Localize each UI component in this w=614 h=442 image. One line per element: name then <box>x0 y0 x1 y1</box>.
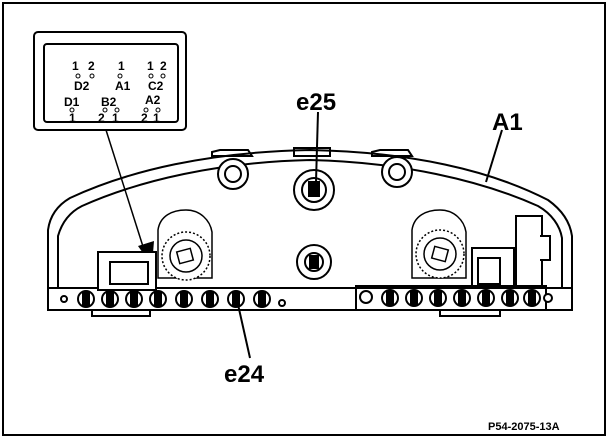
pin-label-a1: A1 <box>115 79 131 93</box>
connector-block-right <box>471 215 551 289</box>
leader-lines <box>236 111 503 359</box>
pin-2-topright: 2 <box>160 59 167 73</box>
pin-1-d1: 1 <box>69 111 76 125</box>
pin-label-d2: D2 <box>74 79 90 93</box>
pin-label-c2: C2 <box>148 79 164 93</box>
pin-1-topleft: 1 <box>72 59 79 73</box>
connector-inset: 1 2 1 1 2 D2 A1 C2 D1 B2 A2 1 2 1 2 1 <box>33 31 187 131</box>
label-e24: e24 <box>224 361 265 388</box>
reference-code: P54-2075-13A <box>488 421 560 433</box>
pin-1-b2: 1 <box>112 111 119 125</box>
gauge-left <box>157 209 213 281</box>
pin-2-a2: 2 <box>141 111 148 125</box>
pin-1-topright: 1 <box>147 59 154 73</box>
pin-2-topleft: 2 <box>88 59 95 73</box>
pin-2-b2: 2 <box>98 111 105 125</box>
pin-1-topmid: 1 <box>118 59 125 73</box>
pin-label-a2: A2 <box>145 93 161 107</box>
bulb-row-left <box>60 290 286 308</box>
label-a1: A1 <box>492 109 523 136</box>
connector-block-left <box>97 251 157 291</box>
gauge-right <box>411 209 467 279</box>
pin-1-a2: 1 <box>153 111 160 125</box>
pin-label-b2: B2 <box>101 95 117 109</box>
label-e25: e25 <box>296 89 336 116</box>
bulb-row-right <box>355 285 553 311</box>
connector-arrow <box>105 129 154 266</box>
lamp-sockets-top <box>217 156 413 280</box>
pin-label-d1: D1 <box>64 95 80 109</box>
